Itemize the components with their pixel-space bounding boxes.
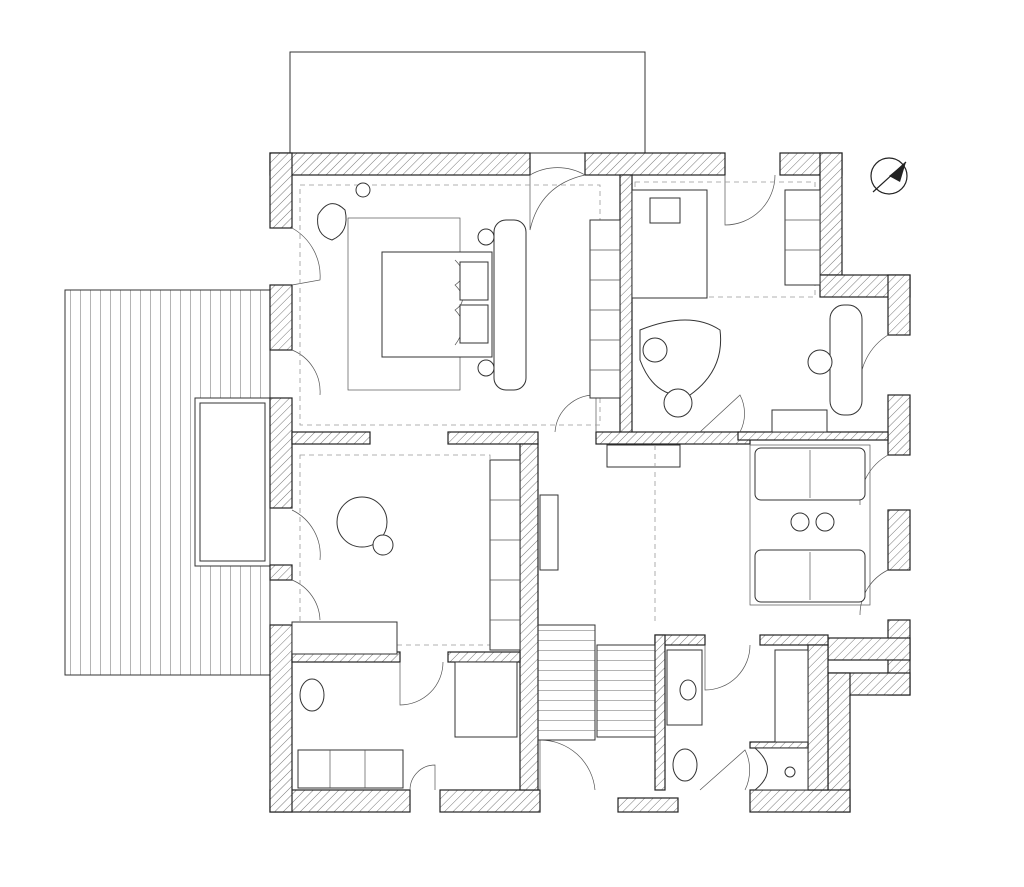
chair bbox=[642, 337, 668, 363]
toilet bbox=[299, 678, 325, 712]
wardrobe bbox=[589, 219, 621, 399]
side-table bbox=[477, 228, 495, 246]
sink bbox=[679, 679, 697, 701]
pillow bbox=[459, 261, 489, 301]
master-bedroom bbox=[299, 182, 621, 426]
pillow bbox=[459, 304, 489, 344]
stool bbox=[372, 534, 394, 556]
shower bbox=[774, 649, 809, 743]
sofa-bench bbox=[493, 219, 527, 391]
shower bbox=[454, 661, 518, 738]
north-arrow-icon bbox=[870, 157, 908, 195]
lamp bbox=[355, 182, 371, 198]
balcony bbox=[289, 51, 646, 154]
armchair bbox=[317, 203, 347, 241]
desk bbox=[829, 304, 863, 416]
vanity bbox=[297, 749, 404, 789]
doors bbox=[291, 167, 889, 791]
railing bbox=[606, 444, 681, 468]
coffee-table bbox=[790, 512, 810, 532]
console bbox=[539, 494, 559, 571]
terrace-opening bbox=[194, 397, 271, 567]
bathroom-right bbox=[666, 649, 809, 791]
family-room bbox=[749, 444, 871, 606]
outer-walls bbox=[269, 152, 911, 813]
wardrobe bbox=[784, 189, 821, 286]
chair bbox=[663, 388, 693, 418]
pillow bbox=[649, 197, 681, 224]
interior-walls bbox=[291, 174, 889, 791]
desk-chair bbox=[807, 349, 833, 375]
side-table bbox=[477, 359, 495, 377]
shelf bbox=[771, 409, 828, 433]
bench bbox=[291, 621, 398, 655]
coffee-table bbox=[815, 512, 835, 532]
bathroom-left bbox=[297, 661, 518, 789]
guest-bedroom bbox=[291, 454, 521, 655]
bathtub bbox=[753, 747, 809, 791]
kids-room bbox=[631, 181, 863, 433]
round-table bbox=[336, 496, 388, 548]
wardrobe bbox=[489, 459, 521, 651]
terrace-opening-inner bbox=[199, 402, 266, 562]
toilet bbox=[672, 748, 698, 782]
staircase bbox=[537, 444, 681, 741]
